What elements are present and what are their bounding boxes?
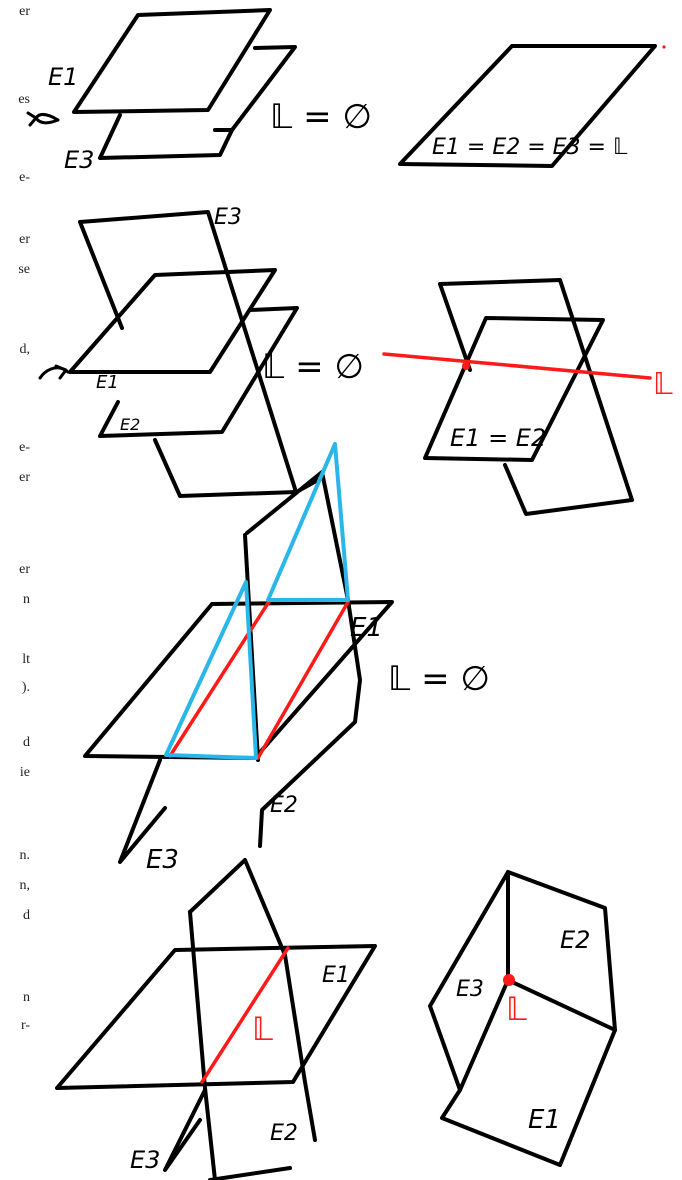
- edge-fragment: d: [23, 735, 30, 750]
- intersection-point: [462, 362, 470, 370]
- edge-fragment: ).: [21, 680, 30, 695]
- edge-fragment: er: [19, 562, 30, 577]
- label-e1: E1: [48, 63, 78, 91]
- edge-fragment: se: [18, 262, 30, 277]
- edge-fragment: er: [19, 4, 30, 19]
- label-e3: E3: [130, 1146, 160, 1174]
- plane-all: [398, 44, 657, 168]
- edge-fragment: er: [19, 470, 30, 485]
- plane-e3: [118, 758, 167, 864]
- plane-e3: [98, 113, 234, 160]
- edge-fragment: r-: [20, 1018, 30, 1033]
- plane-e1: [55, 944, 377, 1090]
- label-e2: E2: [270, 1121, 298, 1146]
- line-l: [382, 352, 652, 380]
- cropped-text-margin: er es e- er se d, e- er er n lt ). d ie …: [0, 0, 30, 1180]
- result-label: 𝕃 = ∅: [262, 347, 364, 387]
- panel-identical-planes: E1 = E2 = E3 = 𝕃: [398, 44, 666, 168]
- edge-fragment: n: [23, 990, 30, 1005]
- panel-two-parallel-one-crossing: E3 E1 E2 𝕃 = ∅: [38, 205, 364, 498]
- result-label: 𝕃 = ∅: [270, 97, 372, 137]
- plane-e1: [72, 8, 272, 114]
- plane-e2: [188, 858, 317, 1142]
- line-label: 𝕃: [252, 1010, 273, 1048]
- edge-fragment: er: [19, 232, 30, 247]
- plane-e3: [438, 278, 634, 516]
- edge-fragment: e-: [19, 440, 30, 455]
- plane-edge: [188, 910, 292, 1180]
- label-e3: E3: [64, 146, 94, 174]
- intersection-point: [503, 974, 515, 986]
- edge-fragment: n: [23, 592, 30, 607]
- label-e3: E3: [456, 977, 484, 1002]
- intersection-line: [256, 600, 350, 760]
- arrow-icon: [38, 364, 70, 380]
- plane-e2: [98, 306, 299, 438]
- label-e2: E2: [270, 793, 298, 818]
- panel-prism: E1 E2 E3 𝕃 = ∅: [83, 442, 490, 875]
- panel-common-line: E1 E2 E3 𝕃: [55, 858, 377, 1180]
- label-e3: E3: [146, 845, 179, 875]
- label-e2: E2: [120, 415, 140, 434]
- equality-label: E1 = E2: [450, 424, 546, 452]
- edge-fragment: es: [18, 92, 30, 107]
- label-e3: E3: [214, 205, 242, 230]
- line-label: 𝕃: [653, 367, 673, 402]
- edge-fragment: e-: [19, 170, 30, 185]
- edge-fragment: d: [23, 908, 30, 923]
- edge-fragment: n.: [19, 848, 31, 863]
- plane-e1: [83, 600, 394, 760]
- triangle-edge: [266, 442, 350, 602]
- plane-e1: [440, 1028, 617, 1167]
- plane-e3: [163, 1088, 207, 1172]
- panel-coincident-crossing: 𝕃 E1 = E2: [382, 278, 673, 516]
- result-label: 𝕃 = ∅: [388, 659, 490, 699]
- edge-fragment: d,: [19, 342, 31, 357]
- panel-common-point: E2 E3 E1 𝕃: [428, 870, 617, 1167]
- arrow-icon: [26, 111, 60, 127]
- edge-fragment: n,: [19, 878, 31, 893]
- plane-e2: [506, 870, 617, 1032]
- intersection-line: [168, 598, 272, 758]
- label-e2: E2: [560, 926, 590, 954]
- label-e1: E1: [322, 963, 350, 988]
- edge-fragment: ie: [19, 765, 30, 780]
- plane-middle: [213, 45, 297, 132]
- edge-fragment: lt: [22, 652, 30, 667]
- plane-e1: [68, 268, 277, 374]
- intersection-line: [200, 946, 290, 1084]
- label-e1: E1: [528, 1105, 561, 1135]
- label-e1: E1: [350, 613, 383, 643]
- plane-e1-e2: [423, 316, 605, 462]
- equality-label: E1 = E2 = E3 = 𝕃: [432, 135, 628, 160]
- panel-parallel-planes: E1 E3 𝕃 = ∅: [26, 8, 372, 174]
- red-dot: [662, 45, 666, 49]
- label-e1: E1: [96, 372, 119, 393]
- point-label: 𝕃: [506, 990, 527, 1028]
- triangle-edge: [164, 580, 258, 760]
